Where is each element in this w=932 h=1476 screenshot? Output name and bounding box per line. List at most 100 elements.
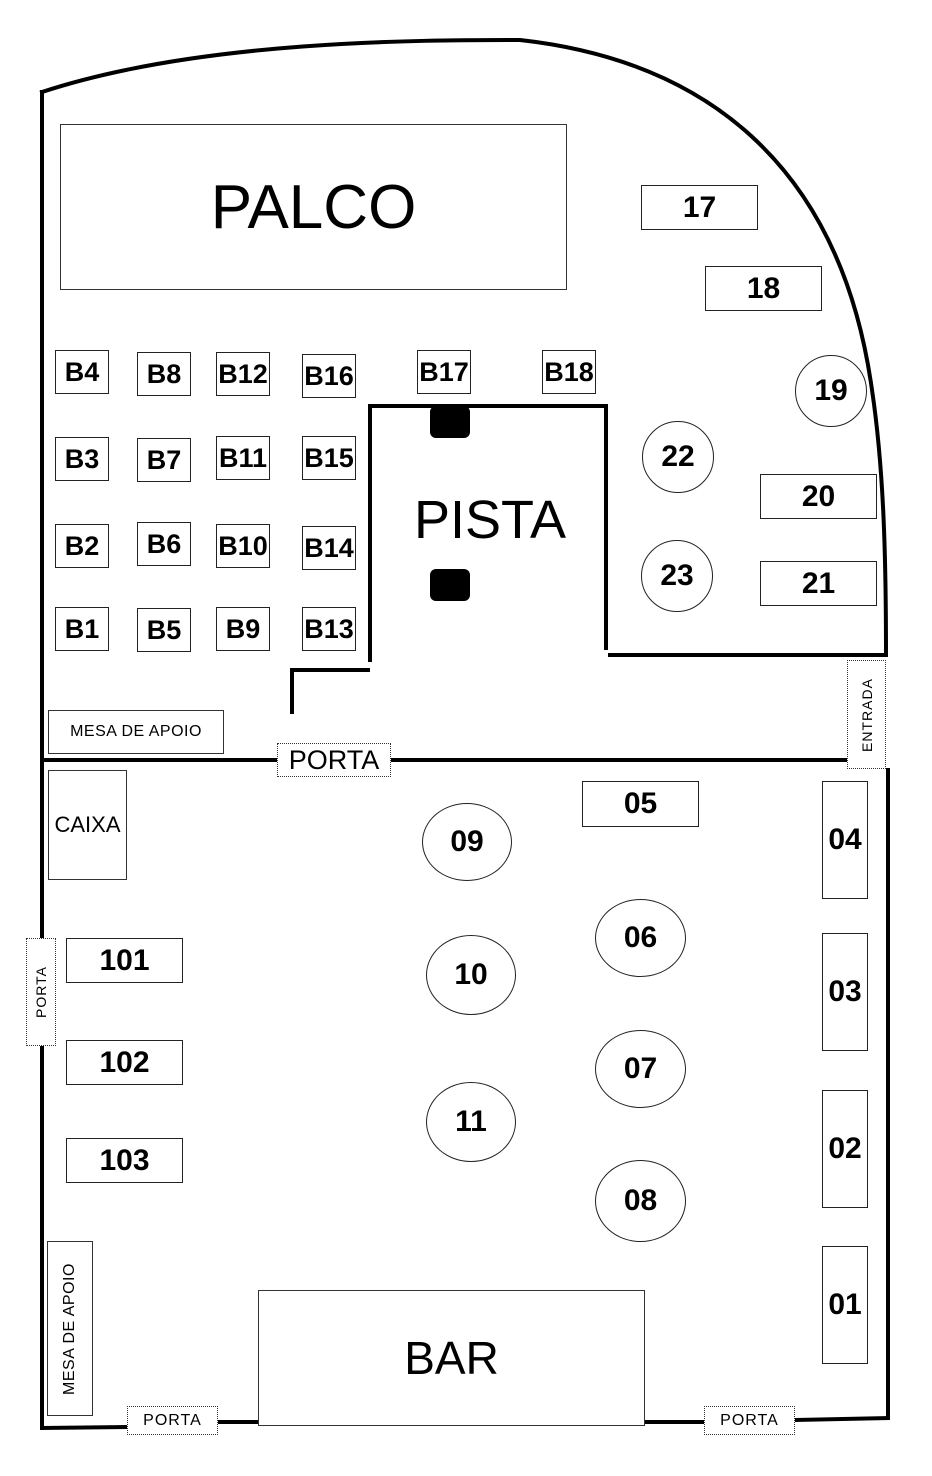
table-23-label: 23: [660, 559, 694, 592]
table-101-label: 101: [99, 943, 150, 977]
pillar-top: [430, 406, 470, 438]
middle-door-label: PORTA: [288, 744, 380, 775]
cashier: CAIXA: [48, 770, 127, 880]
bar-counter: BAR: [258, 1290, 645, 1426]
table-17-label: 17: [682, 190, 717, 224]
booth-B1[interactable]: B1: [55, 607, 109, 651]
table-05[interactable]: 05: [582, 781, 699, 827]
table-04-label: 04: [828, 823, 862, 856]
table-101[interactable]: 101: [66, 938, 183, 983]
table-03-label: 03: [828, 975, 862, 1008]
booth-B13-label: B13: [304, 613, 354, 644]
bottom-wall-right: [793, 1415, 891, 1423]
entrance-door[interactable]: ENTRADA: [847, 660, 886, 769]
table-21[interactable]: 21: [760, 561, 877, 606]
stage: PALCO: [60, 124, 567, 290]
table-09[interactable]: 09: [422, 803, 512, 881]
support-table-top: MESA DE APOIO: [48, 710, 224, 754]
table-09-label: 09: [450, 825, 484, 858]
table-02[interactable]: 02: [822, 1090, 868, 1208]
table-17[interactable]: 17: [641, 185, 758, 230]
booth-B4[interactable]: B4: [55, 350, 109, 394]
booth-B12[interactable]: B12: [216, 352, 270, 396]
dance-floor-label: PISTA: [413, 490, 567, 550]
booth-B3[interactable]: B3: [55, 437, 109, 481]
table-01[interactable]: 01: [822, 1246, 868, 1364]
table-11[interactable]: 11: [426, 1082, 516, 1162]
table-103[interactable]: 103: [66, 1138, 183, 1183]
support-table-bottom: MESA DE APOIO: [47, 1241, 93, 1416]
outer-wall-curve: [39, 37, 889, 658]
table-08[interactable]: 08: [595, 1160, 686, 1242]
bottom-left-door-label: PORTA: [143, 1411, 202, 1429]
table-10[interactable]: 10: [426, 935, 516, 1015]
bottom-left-door[interactable]: PORTA: [127, 1406, 218, 1435]
table-04[interactable]: 04: [822, 781, 868, 899]
table-02-label: 02: [828, 1132, 862, 1165]
booth-B15-label: B15: [304, 442, 354, 473]
table-07[interactable]: 07: [595, 1030, 686, 1108]
table-07-label: 07: [623, 1052, 658, 1085]
booth-B2[interactable]: B2: [55, 524, 109, 568]
booth-B1-label: B1: [64, 613, 100, 644]
entrance-label: ENTRADA: [858, 677, 875, 752]
table-22[interactable]: 22: [642, 421, 714, 493]
booth-B12-label: B12: [218, 358, 268, 389]
booth-B13[interactable]: B13: [302, 607, 356, 651]
booth-B8-label: B8: [146, 358, 182, 389]
support-table-top-label: MESA DE APOIO: [70, 723, 202, 740]
booth-B17[interactable]: B17: [417, 350, 471, 394]
booth-B5[interactable]: B5: [137, 608, 191, 652]
cashier-label: CAIXA: [54, 812, 121, 837]
booth-B16-label: B16: [304, 360, 354, 391]
booth-B3-label: B3: [64, 443, 100, 474]
booth-B2-label: B2: [64, 530, 100, 561]
booth-B18[interactable]: B18: [542, 350, 596, 394]
table-05-label: 05: [623, 787, 658, 820]
booth-B18-label: B18: [544, 356, 594, 387]
booth-B15[interactable]: B15: [302, 436, 356, 480]
table-11-label: 11: [455, 1105, 487, 1138]
table-18[interactable]: 18: [705, 266, 822, 311]
table-10-label: 10: [454, 958, 488, 991]
table-19-label: 19: [814, 374, 848, 407]
support-table-bottom-label: MESA DE APOIO: [61, 1262, 78, 1395]
booth-B10-label: B10: [218, 530, 268, 561]
bottom-right-door-label: PORTA: [720, 1411, 779, 1429]
table-19[interactable]: 19: [795, 355, 867, 427]
booth-B8[interactable]: B8: [137, 352, 191, 396]
booth-B11[interactable]: B11: [216, 436, 270, 480]
left-door[interactable]: PORTA: [26, 938, 56, 1046]
booth-B9[interactable]: B9: [216, 607, 270, 651]
table-06-label: 06: [623, 921, 658, 954]
left-door-label: PORTA: [33, 966, 49, 1018]
booth-B17-label: B17: [419, 356, 469, 387]
bottom-right-door[interactable]: PORTA: [704, 1406, 795, 1435]
booth-B4-label: B4: [64, 356, 100, 387]
booth-B7-label: B7: [146, 444, 182, 475]
table-103-label: 103: [99, 1143, 150, 1177]
table-21-label: 21: [801, 566, 836, 600]
booth-B10[interactable]: B10: [216, 524, 270, 568]
booth-B16[interactable]: B16: [302, 354, 356, 398]
booth-B6[interactable]: B6: [137, 522, 191, 566]
bottom-wall-left: [39, 1424, 131, 1431]
pillar-bottom: [430, 569, 470, 601]
bar-label: BAR: [404, 1332, 499, 1384]
booth-B6-label: B6: [146, 528, 182, 559]
table-20[interactable]: 20: [760, 474, 877, 519]
table-102-label: 102: [99, 1045, 150, 1079]
booth-B5-label: B5: [146, 614, 182, 645]
table-01-label: 01: [828, 1288, 862, 1321]
booth-B14-label: B14: [304, 532, 354, 563]
middle-door[interactable]: PORTA: [277, 743, 391, 777]
table-102[interactable]: 102: [66, 1040, 183, 1085]
table-23[interactable]: 23: [641, 540, 713, 612]
table-03[interactable]: 03: [822, 933, 868, 1051]
booth-B7[interactable]: B7: [137, 438, 191, 482]
table-06[interactable]: 06: [595, 899, 686, 977]
booth-B14[interactable]: B14: [302, 526, 356, 570]
table-22-label: 22: [661, 440, 695, 473]
table-18-label: 18: [746, 271, 781, 305]
